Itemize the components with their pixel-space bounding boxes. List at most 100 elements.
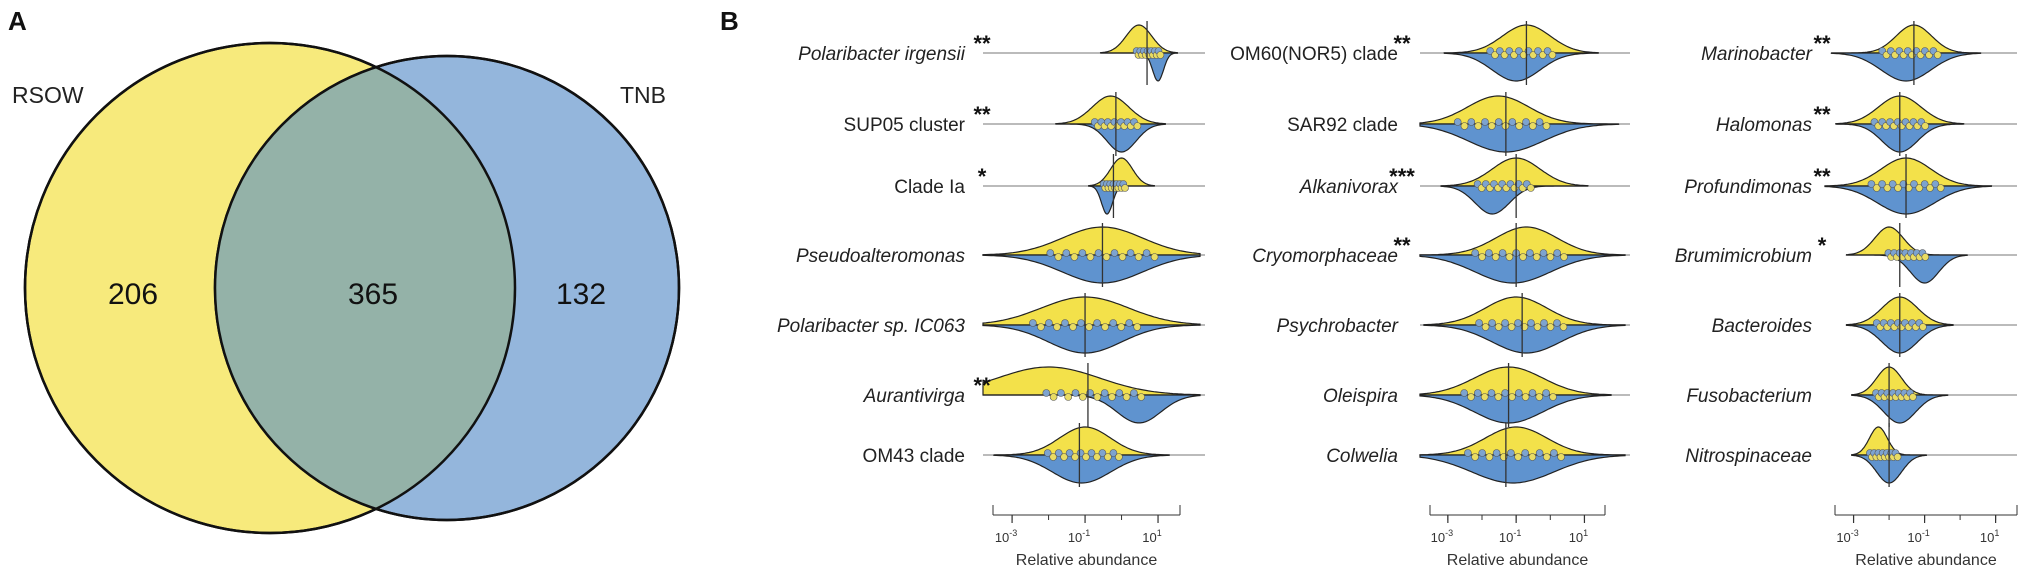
sample-dot <box>1087 449 1096 457</box>
sample-dot <box>1919 323 1927 331</box>
sample-dot <box>1508 118 1517 126</box>
sample-dot <box>1527 184 1535 192</box>
violin-top-half <box>1099 24 1178 54</box>
sample-dot <box>1102 253 1111 261</box>
taxon-label: Alkanivorax <box>1299 177 1400 198</box>
sample-dot <box>1519 253 1527 261</box>
x-axis-title: Relative abundance <box>1447 552 1589 569</box>
taxon-label: Halomonas <box>1716 115 1813 136</box>
sample-dot <box>1125 319 1133 327</box>
sample-dot <box>1883 184 1892 192</box>
sample-dot <box>1491 253 1500 261</box>
sample-dot <box>1557 453 1565 461</box>
sample-dot <box>1121 184 1129 192</box>
taxon-label: Brumimicrobium <box>1675 246 1812 267</box>
sample-dot <box>1126 249 1135 257</box>
violin-row: Marinobacter** <box>1701 21 2017 85</box>
significance-marker: ** <box>973 373 991 398</box>
sample-dot <box>1550 449 1558 457</box>
sample-dot <box>1546 253 1555 261</box>
sample-dot <box>1069 323 1077 331</box>
violin-row: Polaribacter irgensii** <box>798 21 1205 85</box>
sample-dot <box>1526 249 1534 257</box>
sample-dot <box>1065 449 1074 457</box>
taxon-label: OM43 clade <box>863 446 965 467</box>
x-tick-label: 10-3 <box>1431 528 1453 545</box>
sample-dot <box>1029 319 1037 327</box>
venn-diagram <box>23 41 681 535</box>
violin-row: Colwelia <box>1326 423 1630 487</box>
sample-dot <box>1494 118 1503 126</box>
violin-bottom-half <box>983 394 1201 424</box>
sample-dot <box>1535 118 1544 126</box>
sample-dot <box>1467 393 1475 401</box>
taxon-label: SAR92 clade <box>1287 115 1398 136</box>
violin-bottom-half <box>1419 254 1626 284</box>
sample-dot <box>1093 319 1101 327</box>
sample-dot <box>1904 184 1913 192</box>
panel-a-letter: A <box>8 6 27 36</box>
sample-dot <box>1522 118 1530 126</box>
sample-dot <box>1539 249 1548 257</box>
violin-bottom-half <box>1440 185 1588 215</box>
sample-dot <box>1093 393 1102 401</box>
sample-dot <box>1122 393 1131 401</box>
sample-dot <box>1894 184 1902 192</box>
violin-columns: Polaribacter irgensii**SUP05 cluster**Cl… <box>777 21 2018 569</box>
taxon-label: Cryomorphaceae <box>1252 246 1398 267</box>
sample-dot <box>1134 253 1143 261</box>
sample-dot <box>1150 253 1159 261</box>
sample-dot <box>1872 184 1881 192</box>
sample-dot <box>1888 180 1897 188</box>
sample-dot <box>1115 389 1124 397</box>
violin-row: SUP05 cluster** <box>844 92 1205 156</box>
significance-marker: ** <box>973 31 991 56</box>
sample-dot <box>1921 122 1929 130</box>
sample-dot <box>1921 253 1930 261</box>
significance-marker: * <box>978 164 987 189</box>
taxon-label: Profundimonas <box>1684 177 1812 198</box>
x-axis-title: Relative abundance <box>1855 552 1997 569</box>
sample-dot <box>1527 319 1535 327</box>
violin-column: Polaribacter irgensii**SUP05 cluster**Cl… <box>777 21 1205 569</box>
sample-dot <box>1515 122 1523 130</box>
sample-dot <box>1093 453 1101 461</box>
violin-row: Aurantivirga** <box>863 363 1205 427</box>
sample-dot <box>1042 389 1051 397</box>
panel-b-letter: B <box>720 6 739 36</box>
sample-dot <box>1453 118 1462 126</box>
sample-dot <box>1488 122 1496 130</box>
sample-dot <box>1521 393 1530 401</box>
sample-dot <box>1553 249 1561 257</box>
sample-dot <box>1546 323 1555 331</box>
venn-overlap <box>215 56 515 520</box>
x-axis-title: Relative abundance <box>1016 552 1158 569</box>
sample-dot <box>1109 449 1118 457</box>
violin-top-half <box>1419 366 1612 396</box>
taxon-label: Bacteroides <box>1712 316 1813 337</box>
taxon-label: Oleispira <box>1323 386 1398 407</box>
sample-dot <box>1086 253 1095 261</box>
violin-top-half <box>982 226 1201 256</box>
violin-top-half <box>1423 296 1626 326</box>
sample-dot <box>1108 393 1116 401</box>
sample-dot <box>1560 253 1568 261</box>
sample-dot <box>1046 249 1055 257</box>
sample-dot <box>1514 453 1522 461</box>
violin-bottom-half <box>1419 123 1620 153</box>
sample-dot <box>1061 319 1069 327</box>
sample-dot <box>1549 393 1557 401</box>
sample-dot <box>1474 122 1482 130</box>
sample-dot <box>1478 449 1486 457</box>
sample-dot <box>1117 323 1125 331</box>
sample-dot <box>1514 319 1522 327</box>
sample-dot <box>1507 449 1515 457</box>
violin-top-half <box>1440 157 1589 187</box>
violin-bottom-half <box>1824 185 1992 215</box>
violin-row: Halomonas** <box>1716 92 2017 156</box>
significance-marker: ** <box>1813 102 1831 127</box>
violin-row: Cryomorphaceae** <box>1252 223 1630 287</box>
sample-dot <box>1049 453 1057 461</box>
